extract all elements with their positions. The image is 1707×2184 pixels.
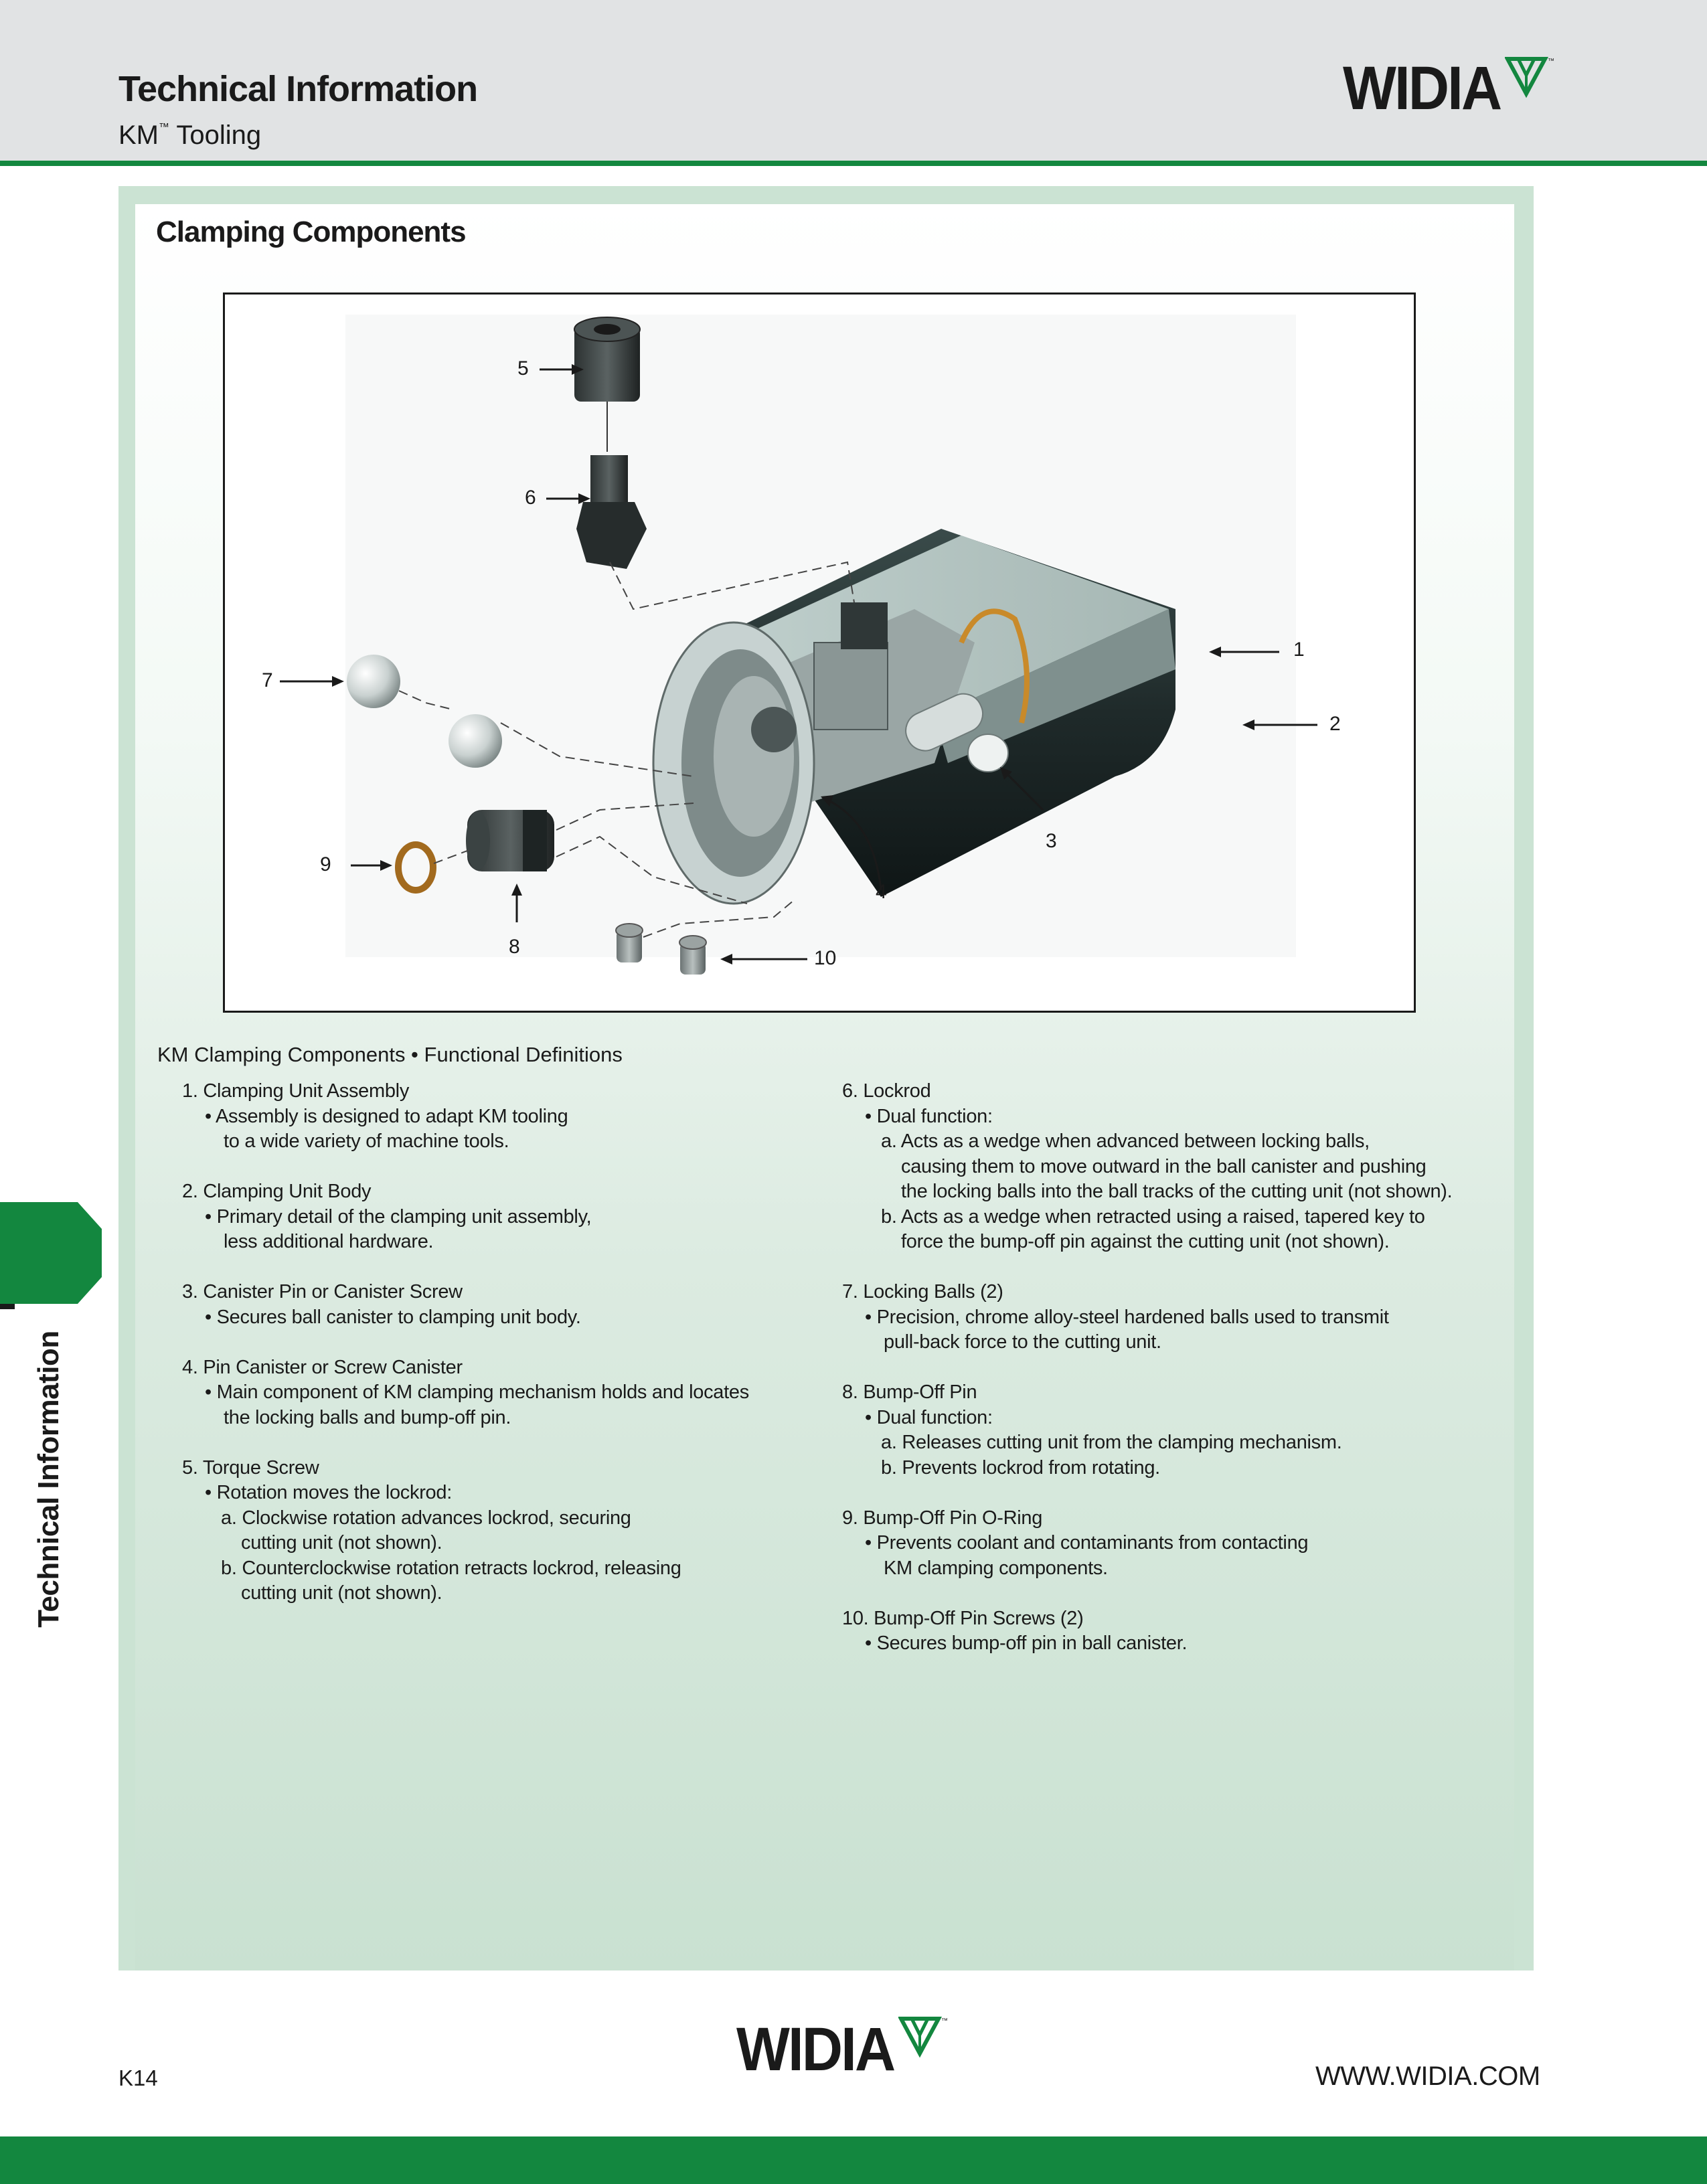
definition-line: a. Releases cutting unit from the clampi… xyxy=(881,1432,1342,1453)
definition-item: 2. Clamping Unit Body • Primary detail o… xyxy=(182,1179,785,1255)
definition-line: • Primary detail of the clamping unit as… xyxy=(205,1205,592,1228)
definition-item: 7. Locking Balls (2) • Precision, chrome… xyxy=(842,1280,1512,1355)
definition-item: 6. Lockrod • Dual function: a. Acts as a… xyxy=(842,1079,1512,1255)
side-tab-label: Technical Information xyxy=(32,1331,65,1628)
definition-line: • Secures ball canister to clamping unit… xyxy=(205,1306,581,1328)
definition-title: 3. Canister Pin or Canister Screw xyxy=(182,1281,463,1303)
definition-line: the locking balls and bump-off pin. xyxy=(224,1406,511,1428)
definition-title: 8. Bump-Off Pin xyxy=(842,1381,977,1403)
subtitle-tooling: Tooling xyxy=(169,120,262,150)
definitions-right-column: 6. Lockrod • Dual function: a. Acts as a… xyxy=(842,1079,1512,1681)
definition-line: the locking balls into the ball tracks o… xyxy=(901,1181,1453,1202)
definition-line: pull-back force to the cutting unit. xyxy=(884,1331,1161,1353)
definition-line: • Dual function: xyxy=(865,1406,993,1428)
callout-7: 7 xyxy=(262,669,273,691)
definition-title: 4. Pin Canister or Screw Canister xyxy=(182,1356,463,1378)
definition-item: 1. Clamping Unit Assembly • Assembly is … xyxy=(182,1079,785,1155)
callout-3: 3 xyxy=(1046,830,1057,852)
definition-line: a. Clockwise rotation advances lockrod, … xyxy=(221,1507,631,1529)
definition-line: • Rotation moves the lockrod: xyxy=(205,1482,452,1503)
definition-line: to a wide variety of machine tools. xyxy=(224,1130,509,1152)
page-header xyxy=(0,0,1707,161)
definition-title: 2. Clamping Unit Body xyxy=(182,1181,372,1202)
footer-bar xyxy=(0,2136,1707,2184)
side-tab-rule xyxy=(0,1304,15,1309)
definition-line: less additional hardware. xyxy=(224,1231,434,1252)
definition-title: 6. Lockrod xyxy=(842,1080,931,1102)
definition-line: causing them to move outward in the ball… xyxy=(901,1155,1427,1177)
definition-line: cutting unit (not shown). xyxy=(241,1582,442,1604)
website-url[interactable]: WWW.WIDIA.COM xyxy=(1315,2062,1540,2091)
definitions-left-column: 1. Clamping Unit Assembly • Assembly is … xyxy=(182,1079,785,1631)
definition-line: • Main component of KM clamping mechanis… xyxy=(205,1381,749,1403)
definition-line: a. Acts as a wedge when advanced between… xyxy=(881,1130,1370,1152)
definition-line: KM clamping components. xyxy=(884,1557,1108,1579)
side-tab-marker xyxy=(0,1202,102,1304)
definition-title: 7. Locking Balls (2) xyxy=(842,1281,1003,1303)
definition-line: • Assembly is designed to adapt KM tooli… xyxy=(205,1105,568,1127)
definition-item: 9. Bump-Off Pin O-Ring • Prevents coolan… xyxy=(842,1506,1512,1582)
definition-line: • Dual function: xyxy=(865,1105,993,1127)
callout-2: 2 xyxy=(1329,713,1341,735)
callout-1: 1 xyxy=(1293,639,1305,661)
svg-text:™: ™ xyxy=(941,2017,948,2025)
widia-triangle-icon: ™ xyxy=(898,2017,948,2058)
definition-line: force the bump-off pin against the cutti… xyxy=(901,1231,1390,1252)
page-number: K14 xyxy=(118,2066,158,2090)
definition-item: 8. Bump-Off Pin • Dual function: a. Rele… xyxy=(842,1380,1512,1481)
definition-item: 10. Bump-Off Pin Screws (2) • Secures bu… xyxy=(842,1606,1512,1657)
definition-line: • Precision, chrome alloy-steel hardened… xyxy=(865,1306,1389,1328)
section-title: Clamping Components xyxy=(156,216,467,248)
definition-line: b. Prevents lockrod from rotating. xyxy=(881,1456,1160,1479)
definitions-heading: KM Clamping Components • Functional Defi… xyxy=(157,1043,623,1066)
widia-logo-footer: WIDIA ™ xyxy=(736,2015,952,2085)
subtitle-tm: ™ xyxy=(159,122,169,133)
exploded-view-illustration xyxy=(280,315,1317,975)
definition-title: 1. Clamping Unit Assembly xyxy=(182,1080,410,1102)
definition-line: cutting unit (not shown). xyxy=(241,1532,442,1553)
widia-logo-header: WIDIA ™ xyxy=(1343,54,1558,124)
callout-5: 5 xyxy=(517,357,529,380)
callout-4: 4 xyxy=(876,881,887,903)
page-subtitle: KM™ Tooling xyxy=(118,120,261,151)
definition-line: • Prevents coolant and contaminants from… xyxy=(865,1532,1309,1553)
definition-item: 3. Canister Pin or Canister Screw • Secu… xyxy=(182,1280,785,1330)
definition-item: 4. Pin Canister or Screw Canister • Main… xyxy=(182,1355,785,1431)
logo-wordmark: WIDIA xyxy=(736,2015,896,2084)
page-title: Technical Information xyxy=(118,69,478,109)
definition-line: b. Acts as a wedge when retracted using … xyxy=(881,1205,1425,1228)
logo-wordmark: WIDIA xyxy=(1343,54,1502,122)
callout-9: 9 xyxy=(320,853,331,875)
definition-line: • Secures bump-off pin in ball canister. xyxy=(865,1632,1188,1654)
clamping-components-figure: 1 2 3 4 5 6 7 8 9 10 xyxy=(223,292,1416,1013)
callout-6: 6 xyxy=(525,487,536,509)
svg-text:™: ™ xyxy=(1548,58,1554,65)
definition-title: 10. Bump-Off Pin Screws (2) xyxy=(842,1607,1084,1629)
callout-8: 8 xyxy=(509,936,520,958)
definition-title: 9. Bump-Off Pin O-Ring xyxy=(842,1507,1043,1529)
definition-item: 5. Torque Screw • Rotation moves the loc… xyxy=(182,1456,785,1606)
header-rule xyxy=(0,161,1707,166)
definition-line: b. Counterclockwise rotation retracts lo… xyxy=(221,1557,681,1579)
callout-10: 10 xyxy=(814,947,837,969)
definition-title: 5. Torque Screw xyxy=(182,1456,319,1479)
widia-triangle-icon: ™ xyxy=(1504,57,1554,98)
subtitle-km: KM xyxy=(118,120,159,150)
